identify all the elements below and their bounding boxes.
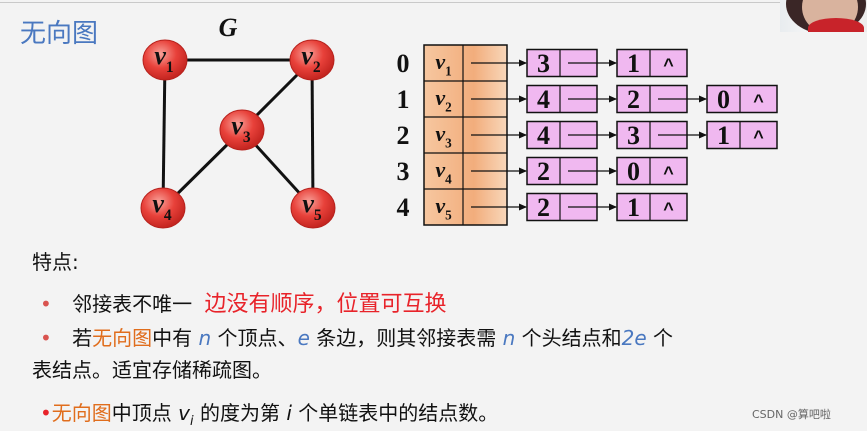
graph-edge <box>161 59 167 209</box>
null-pointer-symbol: ^ <box>753 127 764 147</box>
adjvex-value: 2 <box>627 85 640 114</box>
null-pointer-symbol: ^ <box>663 199 674 219</box>
edge-node <box>526 156 598 186</box>
feature-bullet-2: • 若无向图中有 n 个顶点、e 条边，则其邻接表需 n 个头结点和2e 个 <box>40 322 673 351</box>
row-index: 4 <box>397 193 410 222</box>
bullet3-part: 的度为第 <box>193 401 287 425</box>
adjvex-value: 0 <box>717 85 730 114</box>
row-index: 0 <box>397 49 410 78</box>
graph-label: G <box>219 13 238 42</box>
edge-node <box>706 120 778 150</box>
bullet1-text: 邻接表不唯一 <box>72 292 193 316</box>
feature-bullet-3: •无向图中顶点 vi 的度为第 i 个单链表中的结点数。 <box>40 397 498 429</box>
row-index: 2 <box>397 121 410 150</box>
slide-title: 无向图 <box>20 19 99 49</box>
adjvex-value: 4 <box>537 121 550 150</box>
graph-vertex <box>142 39 188 81</box>
bullet2-highlight: 无向图 <box>92 326 153 350</box>
adjvex-value: 2 <box>537 157 550 186</box>
bullet3-part: 个单链表中的结点数。 <box>291 401 499 425</box>
var-i-sub: i <box>190 414 194 429</box>
adjvex-value: 1 <box>627 49 640 78</box>
edge-node <box>616 48 688 78</box>
edge-node <box>616 156 688 186</box>
bullet3-part: 中顶点 <box>111 401 179 425</box>
row-index: 3 <box>397 157 410 186</box>
var-n: n <box>198 326 212 350</box>
bullet1-note: 边没有顺序，位置可互换 <box>204 292 447 317</box>
bullet-dot: • <box>40 401 52 425</box>
bullet3-highlight: 无向图 <box>51 401 112 425</box>
adjvex-value: 4 <box>537 85 550 114</box>
null-pointer-symbol: ^ <box>663 55 674 75</box>
features-heading: 特点: <box>32 250 79 274</box>
row-index: 1 <box>397 85 410 114</box>
graph-vertex <box>219 109 265 151</box>
adjvex-value: 1 <box>717 121 730 150</box>
webcam-overlay <box>780 0 867 32</box>
graph-edge <box>310 59 315 209</box>
edge-node <box>616 192 688 222</box>
top-divider <box>0 2 780 3</box>
edge-node <box>706 84 778 114</box>
graph-vertex <box>140 187 186 229</box>
null-pointer-symbol: ^ <box>753 91 764 111</box>
bullet2-part: 个头结点和 <box>515 326 622 350</box>
bullet2-part: 条边，则其邻接表需 <box>309 326 503 350</box>
bullet-dot: • <box>40 326 52 350</box>
adjvex-value: 1 <box>627 193 640 222</box>
adjvex-value: 0 <box>627 157 640 186</box>
presenter-shirt <box>808 18 864 32</box>
graph-vertex <box>289 39 335 81</box>
var-i: i <box>286 401 292 425</box>
var-n: n <box>502 326 516 350</box>
bullet2-part: 个顶点、 <box>211 326 298 350</box>
adjvex-value: 3 <box>537 49 550 78</box>
edge-node <box>616 120 688 150</box>
bullet2-part: 若 <box>72 326 93 350</box>
null-pointer-symbol: ^ <box>663 163 674 183</box>
bullet-dot: • <box>40 292 52 316</box>
watermark: CSDN @算吧啦 <box>752 408 831 421</box>
var-v: v <box>178 401 190 425</box>
graph-vertex <box>290 187 336 229</box>
var-2e: 2e <box>621 326 647 350</box>
var-e: e <box>297 326 310 350</box>
feature-bullet-1: • 邻接表不唯一 边没有顺序，位置可互换 <box>40 286 447 318</box>
edge-node <box>526 84 598 114</box>
bullet2-part: 中有 <box>152 326 199 350</box>
bullet2-part: 个 <box>646 326 674 350</box>
bullet2-line2: 表结点。适宜存储稀疏图。 <box>32 358 272 382</box>
adjvex-value: 2 <box>537 193 550 222</box>
adjvex-value: 3 <box>627 121 640 150</box>
